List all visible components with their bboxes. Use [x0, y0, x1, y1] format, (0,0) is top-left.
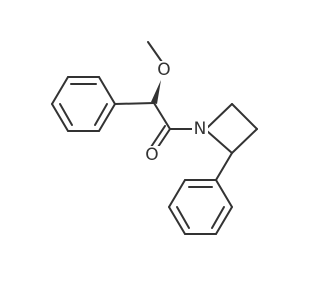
atom-n-azetidine: N — [192, 119, 208, 139]
atom-label-o-methoxy: O — [157, 60, 170, 80]
atom-label-o-carbonyl: O — [145, 145, 158, 165]
bond-methyl-oxygen — [147, 41, 163, 63]
bond-azetidine-phenyl — [215, 152, 233, 181]
bond-carbonyl-double-b — [150, 125, 166, 148]
atom-label-n-azetidine: N — [194, 119, 207, 139]
phenyl-ring-lower — [168, 179, 233, 235]
atom-o-carbonyl: O — [144, 145, 160, 165]
atom-o-methoxy: O — [156, 60, 172, 80]
molecule-structure: O O N — [51, 41, 258, 235]
stereo-wedge-bond — [151, 80, 161, 104]
bond-chiral-phenyl — [114, 102, 155, 105]
phenyl-ring-upper — [51, 76, 116, 132]
bond-chiral-carbonyl — [153, 102, 171, 130]
azetidine-ring — [206, 103, 258, 154]
